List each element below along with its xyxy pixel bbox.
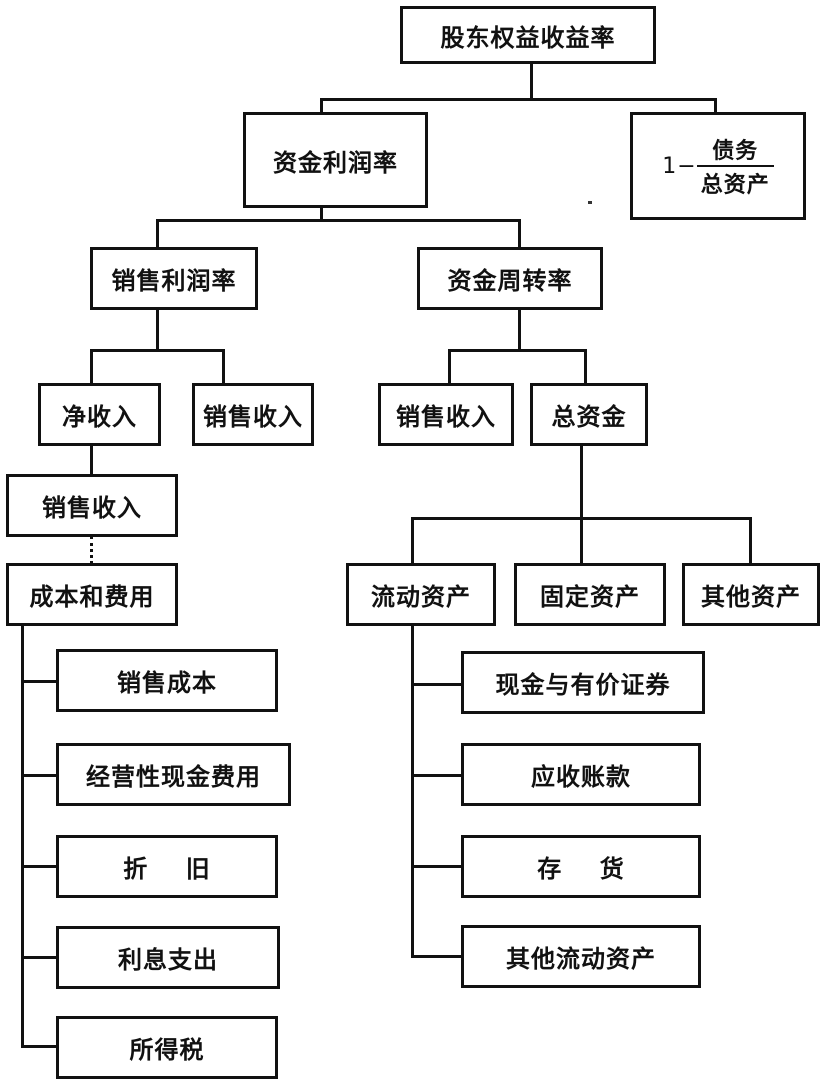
connector bbox=[518, 219, 521, 249]
connector bbox=[411, 955, 464, 958]
fraction-bar bbox=[696, 165, 774, 167]
node-current-assets: 流动资产 bbox=[346, 563, 496, 626]
node-interest-expense: 利息支出 bbox=[56, 926, 280, 989]
connector bbox=[21, 680, 59, 683]
connector bbox=[411, 774, 464, 777]
node-cost-of-sales: 销售成本 bbox=[56, 649, 278, 712]
node-fixed-assets: 固定资产 bbox=[514, 563, 666, 626]
node-operating-cash-expense: 经营性现金费用 bbox=[56, 743, 291, 806]
connector bbox=[90, 349, 93, 385]
connector bbox=[448, 349, 587, 352]
node-sales-revenue: 销售收入 bbox=[378, 383, 514, 446]
formula-denominator: 总资产 bbox=[700, 173, 770, 198]
node-sales-revenue: 销售收入 bbox=[192, 383, 314, 446]
node-equity-ratio: 1− 债务 总资产 bbox=[630, 112, 806, 220]
node-sales-profit-rate: 销售利润率 bbox=[90, 247, 258, 310]
formula-numerator: 债务 bbox=[712, 139, 759, 164]
connector bbox=[222, 349, 225, 385]
connector bbox=[580, 517, 583, 565]
connector bbox=[21, 774, 59, 777]
node-other-current-assets: 其他流动资产 bbox=[461, 925, 701, 988]
connector bbox=[518, 308, 521, 350]
node-costs-and-expenses: 成本和费用 bbox=[6, 563, 178, 626]
dashed-connector bbox=[90, 536, 93, 564]
node-accounts-receivable: 应收账款 bbox=[461, 743, 701, 806]
connector bbox=[530, 62, 533, 100]
connector bbox=[411, 624, 414, 958]
connector bbox=[156, 308, 159, 350]
connector bbox=[90, 349, 225, 352]
connector bbox=[580, 444, 583, 520]
node-sales-revenue: 销售收入 bbox=[6, 474, 178, 537]
scan-speck bbox=[588, 201, 592, 204]
connector bbox=[749, 517, 752, 565]
node-other-assets: 其他资产 bbox=[682, 563, 820, 626]
connector bbox=[21, 1045, 59, 1048]
node-total-capital: 总资金 bbox=[530, 383, 648, 446]
connector bbox=[21, 865, 59, 868]
connector bbox=[21, 624, 24, 1048]
node-roe: 股东权益收益率 bbox=[400, 6, 656, 64]
formula-prefix: 1− bbox=[662, 153, 697, 179]
connector bbox=[320, 98, 717, 101]
connector bbox=[90, 444, 93, 478]
node-inventory: 存 货 bbox=[461, 835, 701, 898]
node-income-tax: 所得税 bbox=[56, 1016, 278, 1079]
equity-ratio-formula: 1− 债务 总资产 bbox=[662, 133, 774, 199]
connector bbox=[320, 98, 323, 114]
node-capital-profit-rate: 资金利润率 bbox=[243, 112, 428, 208]
connector bbox=[714, 98, 717, 114]
node-depreciation: 折 旧 bbox=[56, 835, 278, 898]
connector bbox=[320, 206, 323, 221]
connector bbox=[448, 349, 451, 385]
connector bbox=[156, 219, 521, 222]
connector bbox=[411, 683, 464, 686]
connector bbox=[411, 865, 464, 868]
connector bbox=[411, 517, 414, 565]
connector bbox=[21, 956, 59, 959]
node-capital-turnover: 资金周转率 bbox=[417, 247, 603, 310]
connector bbox=[584, 349, 587, 385]
node-net-income: 净收入 bbox=[38, 383, 161, 446]
node-cash-and-securities: 现金与有价证券 bbox=[461, 651, 705, 714]
connector bbox=[156, 219, 159, 249]
